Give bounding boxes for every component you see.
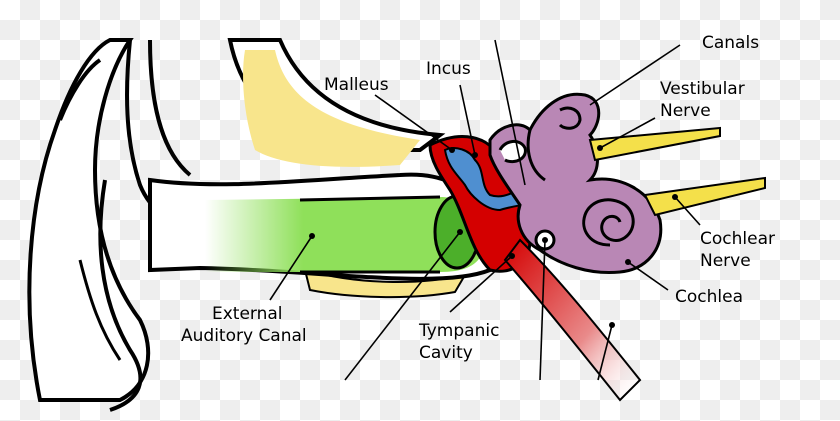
label-canals: Canals xyxy=(702,33,759,53)
labels: Canals Malleus Incus Vestibular Nerve Co… xyxy=(181,33,775,363)
label-cochlea: Cochlea xyxy=(675,287,743,307)
label-cochlear-2: Nerve xyxy=(700,251,751,271)
cochlear-nerve xyxy=(643,176,766,217)
leader-lines xyxy=(269,39,701,381)
label-vestibular-1: Vestibular xyxy=(660,79,745,99)
label-cochlear-1: Cochlear xyxy=(700,229,775,249)
label-vestibular-2: Nerve xyxy=(660,101,711,121)
label-tympanic-2: Cavity xyxy=(419,343,473,363)
temporal-bone xyxy=(227,38,468,299)
label-tympanic-1: Tympanic xyxy=(418,321,499,341)
label-external-2: Auditory Canal xyxy=(181,326,307,346)
external-auditory-canal xyxy=(148,172,493,281)
vestibular-nerve xyxy=(588,126,721,162)
nerves xyxy=(588,126,766,217)
label-malleus: Malleus xyxy=(324,75,389,95)
label-incus: Incus xyxy=(426,59,471,79)
label-external-1: External xyxy=(212,304,283,324)
